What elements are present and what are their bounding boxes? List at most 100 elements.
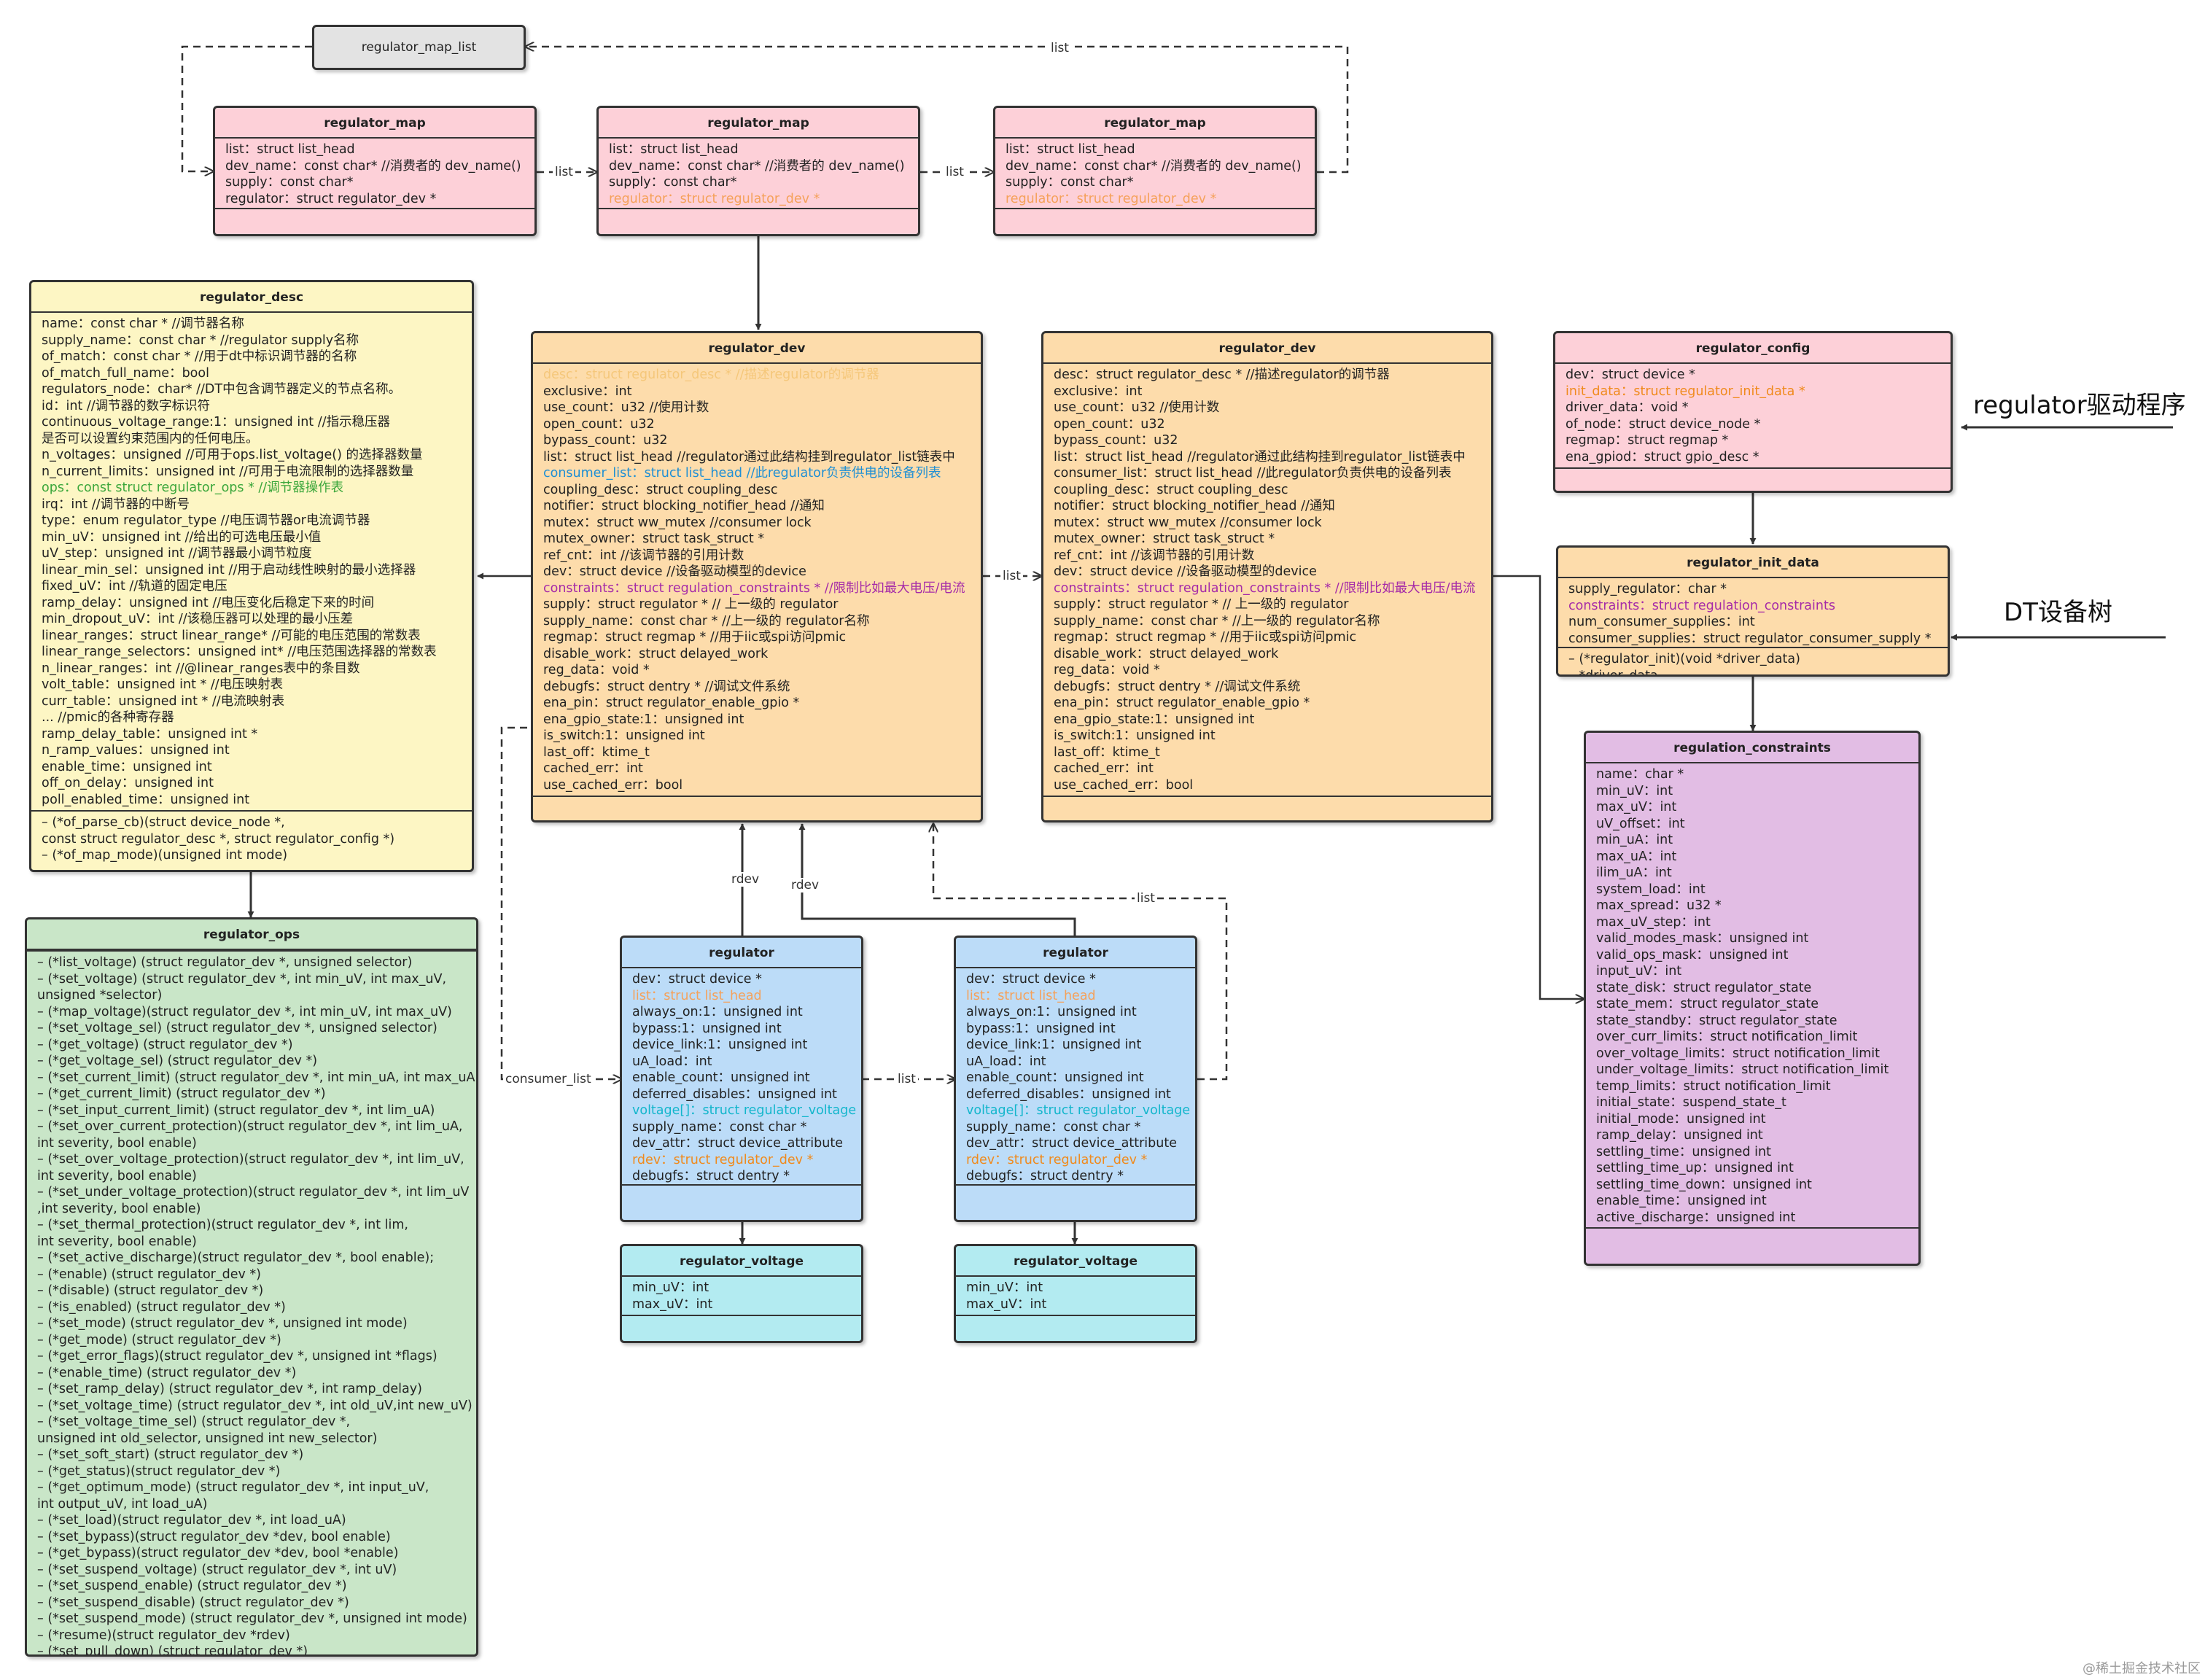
field-row: consumer_list：struct list_head //此regula… [543,466,941,481]
regulator-dev-title: regulator_dev [1043,333,1491,364]
field-row: regmap：struct regmap * //用于iic或spi访问pmic [543,630,847,645]
field-row: deferred_disables：unsigned int [966,1086,1171,1102]
field-row: linear_range_selectors：unsigned int* //电… [42,645,437,659]
field-row: max_uV_step：int [1596,914,1711,930]
method-row: – (*list_voltage) (struct regulator_dev … [37,955,413,970]
field-row: regulator：struct regulator_dev * [609,191,820,206]
field-row: mutex_owner：struct task_struct * [543,532,765,546]
field-row: temp_limits：struct notification_limit [1596,1078,1831,1094]
method-row: – (*get_current_limit) (struct regulator… [37,1086,326,1101]
field-row: min_uV：int [632,1280,709,1295]
field-row: initial_mode：unsigned int [1596,1111,1766,1127]
method-list [622,1316,861,1319]
field-row: regulator：struct regulator_dev * [225,191,437,206]
driver-program-label: regulator驱动程序 [1973,391,2186,420]
method-row: – (*set_thermal_protection)(struct regul… [37,1218,408,1232]
consumer-list-label: consumer_list [503,1072,594,1086]
field-row: dev_name：const char* //消费者的 dev_name() [225,158,521,174]
field-row: uV_step：unsigned int //调节器最小调节粒度 [42,546,312,561]
method-row: – (*of_parse_cb)(struct device_node *, [42,815,285,830]
method-list [599,209,918,212]
field-row: always_on:1：unsigned int [632,1005,803,1019]
method-row: – (*enable) (struct regulator_dev *) [37,1267,261,1282]
method-row: – (*set_voltage_time_sel) (struct regula… [37,1415,351,1429]
field-row: list：struct list_head [632,988,762,1003]
method-row: unsigned int old_selector, unsigned int … [37,1431,378,1446]
field-row: valid_modes_mask：unsigned int [1596,931,1809,946]
method-row: – (*set_mode) (struct regulator_dev *, u… [37,1316,408,1331]
field-row: list：struct list_head //regulator通过此结构挂到… [1054,449,1466,464]
field-row: volt_table：unsigned int * //电压映射表 [42,677,284,692]
field-row: max_spread：u32 * [1596,898,1722,913]
field-row: n_linear_ranges：int //@linear_ranges表中的条… [42,661,360,676]
field-row: supply：struct regulator * // 上一级的 regula… [1054,597,1349,612]
field-row: poll_enabled_time：unsigned int [42,792,250,807]
field-row: n_voltages：unsigned //可用于ops.list_voltag… [42,448,423,462]
field-row: ramp_delay：unsigned int //电压变化后稳定下来的时间 [42,595,375,610]
regulator-desc-title: regulator_desc [31,282,472,313]
field-row: regulator：struct regulator_dev * [1006,191,1217,206]
field-row: ramp_delay：unsigned int [1596,1128,1763,1143]
field-row: debugfs：struct dentry * //调试文件系统 [1054,679,1301,694]
method-row: – (*set_input_current_limit) (struct reg… [37,1102,435,1118]
field-row: debugfs：struct dentry * [966,1169,1124,1183]
method-row: – (*get_status)(struct regulator_dev *) [37,1463,281,1479]
method-row: int severity, bool enable) [37,1135,197,1151]
field-row: deferred_disables：unsigned int [632,1086,837,1102]
method-list [1043,797,1491,800]
field-row: min_dropout_uV：int //该稳压器可以处理的最小压差 [42,612,354,626]
field-row: cached_err：int [543,761,643,776]
field-list: dev：struct device *init_data：struct regu… [1555,364,1951,469]
field-row: ref_cnt：int //该调节器的引用计数 [1054,548,1255,563]
list-label-regulator1-regulator2: list [895,1072,918,1086]
method-row: – (*set_suspend_mode) (struct regulator_… [37,1611,467,1626]
field-row: enable_time：unsigned int [1596,1194,1767,1208]
field-row: over_curr_limits：struct notification_lim… [1596,1030,1858,1044]
field-row: disable_work：struct delayed_work [543,646,769,661]
method-row: – (*set_voltage) (struct regulator_dev *… [37,971,447,987]
field-row: supply：const char* [1006,175,1134,190]
list-label-top-right: list [1049,41,1071,55]
method-list: – (*of_parse_cb)(struct device_node *, c… [31,812,472,864]
field-row: exclusive：int [1054,384,1143,399]
regulator-map-list-title: regulator_map_list [361,40,477,55]
field-row: debugfs：struct dentry * //调试文件系统 [543,679,790,694]
rdev-label-regulator1: rdev [729,872,762,887]
field-row: min_uV：int [1596,783,1673,798]
field-list: dev：struct device *list：struct list_head… [956,968,1195,1186]
method-list: – (*list_voltage) (struct regulator_dev … [27,952,476,1654]
method-row: – (*regulator_init)(void *driver_data) [1568,652,1800,666]
method-row: int output_uV, int load_uA) [37,1496,208,1512]
list-label-rdev1-rdev2: list [1000,569,1023,583]
field-row: mutex：struct ww_mutex //consumer lock [543,515,812,530]
dt-label: DT设备树 [2004,598,2112,627]
field-row: state_mem：struct regulator_state [1596,997,1819,1011]
regulator-title: regulator [956,938,1195,968]
field-row: device_link:1：unsigned int [966,1038,1142,1052]
field-row: ena_pin：struct regulator_enable_gpio * [1054,696,1310,710]
field-row: open_count：u32 [543,416,655,432]
regulation-constraints-title: regulation_constraints [1586,733,1918,763]
field-row: of_match_full_name：bool [42,365,209,381]
watermark: @稀土掘金技术社区 [2082,1661,2201,1676]
field-row: max_uV：int [1596,800,1677,814]
field-row: list：struct list_head //regulator通过此结构挂到… [543,449,955,464]
field-row: enable_count：unsigned int [632,1070,810,1085]
method-row: – (*set_under_voltage_protection)(struct… [37,1185,470,1199]
field-row: dev：struct device * [632,972,762,987]
list-label-map1-map2: list [553,165,575,179]
method-row: – (*set_over_current_protection)(struct … [37,1119,463,1134]
method-row: – (*set_suspend_voltage) (struct regulat… [37,1562,397,1577]
field-row: dev_name：const char* //消费者的 dev_name() [609,158,905,174]
regulator-dev-box-1: regulator_dev desc：struct regulator_desc… [531,331,983,822]
field-row: supply_name：const char * [966,1119,1141,1135]
field-row: linear_min_sel：unsigned int //用于启动线性映射的最… [42,562,416,578]
field-row: cached_err：int [1054,761,1154,776]
field-row: regmap：struct regmap * //用于iic或spi访问pmic [1054,630,1357,645]
regulator-init-data-title: regulator_init_data [1558,548,1948,578]
method-row: – (*of_map_mode)(unsigned int mode) [42,848,288,863]
method-row: const struct regulator_desc *, struct re… [42,831,395,847]
field-row: bypass:1：unsigned int [632,1021,782,1036]
